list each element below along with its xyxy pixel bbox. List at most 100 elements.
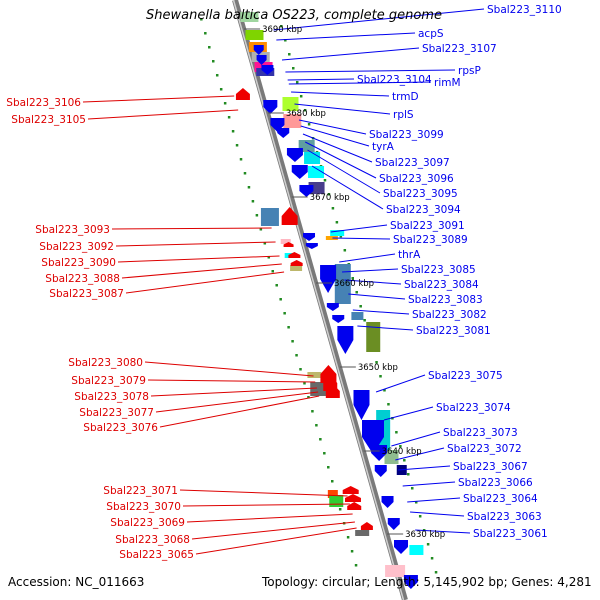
- forward-gene-label-line: [375, 374, 426, 393]
- forward-gene-label[interactable]: Sbal223_3110: [487, 4, 562, 16]
- reverse-gene-label[interactable]: Sbal223_3070: [106, 501, 181, 513]
- tick-dot: [215, 74, 219, 77]
- tick-dot: [303, 382, 306, 385]
- forward-gene-label[interactable]: acpS: [418, 28, 444, 40]
- reverse-gene-label[interactable]: Sbal223_3077: [79, 407, 154, 419]
- forward-gene-label[interactable]: Sbal223_3072: [447, 443, 522, 455]
- reverse-gene-label-line: [111, 227, 272, 230]
- forward-gene-label[interactable]: Sbal223_3067: [453, 461, 528, 473]
- tick-dot: [204, 32, 207, 35]
- forward-gene-label[interactable]: rimM: [434, 77, 461, 89]
- forward-gene-label[interactable]: Sbal223_3095: [383, 188, 458, 200]
- reverse-gene-arrow: [235, 88, 250, 100]
- forward-gene-label[interactable]: tyrA: [372, 141, 395, 153]
- tick-dot: [263, 242, 267, 245]
- reverse-gene-label[interactable]: Sbal223_3069: [110, 517, 185, 529]
- forward-gene-arrow: [305, 243, 318, 249]
- forward-gene-label[interactable]: Sbal223_3085: [401, 264, 476, 276]
- forward-gene-label[interactable]: rpsP: [458, 65, 481, 77]
- reverse-gene-label[interactable]: Sbal223_3079: [71, 375, 146, 387]
- reverse-gene-label[interactable]: Sbal223_3078: [74, 391, 149, 403]
- forward-gene-label-line: [294, 103, 391, 115]
- forward-gene-label[interactable]: Sbal223_3097: [375, 157, 450, 169]
- reverse-gene-arrow: [325, 384, 340, 398]
- reverse-gene-label-line: [121, 263, 282, 279]
- tick-dot: [379, 375, 382, 378]
- reverse-gene-label[interactable]: Sbal223_3093: [35, 224, 110, 236]
- reverse-gene-label[interactable]: Sbal223_3080: [68, 357, 143, 369]
- backbone-layer: [232, 0, 408, 600]
- forward-gene-label[interactable]: thrA: [398, 249, 421, 261]
- tick-dot: [327, 193, 331, 196]
- forward-gene-label[interactable]: Sbal223_3074: [436, 402, 511, 414]
- forward-gene-label-line: [402, 481, 456, 487]
- tick-dot: [279, 298, 282, 301]
- reverse-gene-label-line: [147, 379, 316, 383]
- forward-gene-label[interactable]: Sbal223_3081: [416, 325, 491, 337]
- tick-dot: [343, 249, 347, 252]
- reverse-gene-label[interactable]: Sbal223_3090: [41, 257, 116, 269]
- reverse-gene-label[interactable]: Sbal223_3087: [49, 288, 124, 300]
- tick-dot: [354, 564, 358, 567]
- genome-backbone-highlight: [232, 0, 405, 600]
- reverse-gene-label[interactable]: Sbal223_3068: [115, 534, 190, 546]
- forward-gene-label[interactable]: Sbal223_3063: [467, 511, 542, 523]
- reverse-gene-arrow: [288, 252, 301, 258]
- reverse-gene-label-line: [150, 387, 317, 397]
- forward-gene-label-line: [391, 431, 441, 447]
- tick-dot: [335, 221, 339, 224]
- tick-dot: [331, 207, 335, 210]
- reverse-gene-label-line: [179, 489, 348, 497]
- reverse-gene-label[interactable]: Sbal223_3088: [45, 273, 120, 285]
- reverse-gene-label[interactable]: Sbal223_3065: [119, 549, 194, 561]
- reverse-gene-label[interactable]: Sbal223_3105: [11, 114, 86, 126]
- gene-block: [334, 264, 351, 304]
- forward-gene-label[interactable]: Sbal223_3089: [393, 234, 468, 246]
- tick-dot: [208, 46, 211, 49]
- forward-gene-label[interactable]: Sbal223_3073: [443, 427, 518, 439]
- forward-gene-label[interactable]: Sbal223_3083: [408, 294, 483, 306]
- forward-gene-label[interactable]: Sbal223_3084: [404, 279, 479, 291]
- forward-gene-label[interactable]: Sbal223_3091: [390, 220, 465, 232]
- forward-gene-label-line: [300, 125, 370, 147]
- forward-gene-label[interactable]: rplS: [393, 109, 414, 121]
- scale-label: 3660 kbp: [334, 279, 374, 289]
- forward-gene-label[interactable]: Sbal223_3094: [386, 204, 461, 216]
- forward-gene-label[interactable]: Sbal223_3075: [428, 370, 503, 382]
- forward-gene-label-line: [339, 253, 396, 263]
- forward-gene-label[interactable]: Sbal223_3082: [412, 309, 487, 321]
- forward-gene-label[interactable]: Sbal223_3107: [422, 43, 497, 55]
- tick-dot: [355, 291, 358, 294]
- forward-gene-label[interactable]: Sbal223_3064: [463, 493, 538, 505]
- forward-gene-arrow: [403, 575, 418, 589]
- forward-gene-label[interactable]: Sbal223_3096: [379, 173, 454, 185]
- tick-dot: [411, 487, 414, 490]
- forward-gene-arrow: [261, 65, 274, 75]
- forward-gene-arrow: [337, 326, 354, 354]
- reverse-gene-label[interactable]: Sbal223_3106: [6, 97, 81, 109]
- gene-block: [260, 208, 279, 226]
- scale-label: 3630 kbp: [405, 530, 445, 540]
- reverse-gene-label-line: [115, 241, 276, 247]
- forward-gene-label[interactable]: Sbal223_3104: [357, 74, 432, 86]
- reverse-gene-label-line: [191, 521, 355, 540]
- gene-block: [282, 97, 299, 111]
- forward-gene-arrow: [286, 148, 303, 162]
- reverse-gene-arrow: [347, 502, 362, 510]
- reverse-gene-label[interactable]: Sbal223_3071: [103, 485, 178, 497]
- forward-gene-label[interactable]: trmD: [392, 91, 419, 103]
- tick-dot: [303, 109, 307, 112]
- forward-gene-arrow: [320, 265, 337, 293]
- reverse-gene-label[interactable]: Sbal223_3076: [83, 422, 158, 434]
- tick-dot: [287, 326, 290, 329]
- forward-gene-label[interactable]: Sbal223_3066: [458, 477, 533, 489]
- tick-dot: [315, 424, 318, 427]
- tick-dot: [399, 445, 402, 448]
- tick-dot: [403, 459, 406, 462]
- reverse-gene-label[interactable]: Sbal223_3092: [39, 241, 114, 253]
- forward-gene-arrow: [387, 518, 400, 530]
- gene-block: [327, 490, 338, 498]
- forward-gene-label[interactable]: Sbal223_3099: [369, 129, 444, 141]
- forward-gene-label[interactable]: Sbal223_3061: [473, 528, 548, 540]
